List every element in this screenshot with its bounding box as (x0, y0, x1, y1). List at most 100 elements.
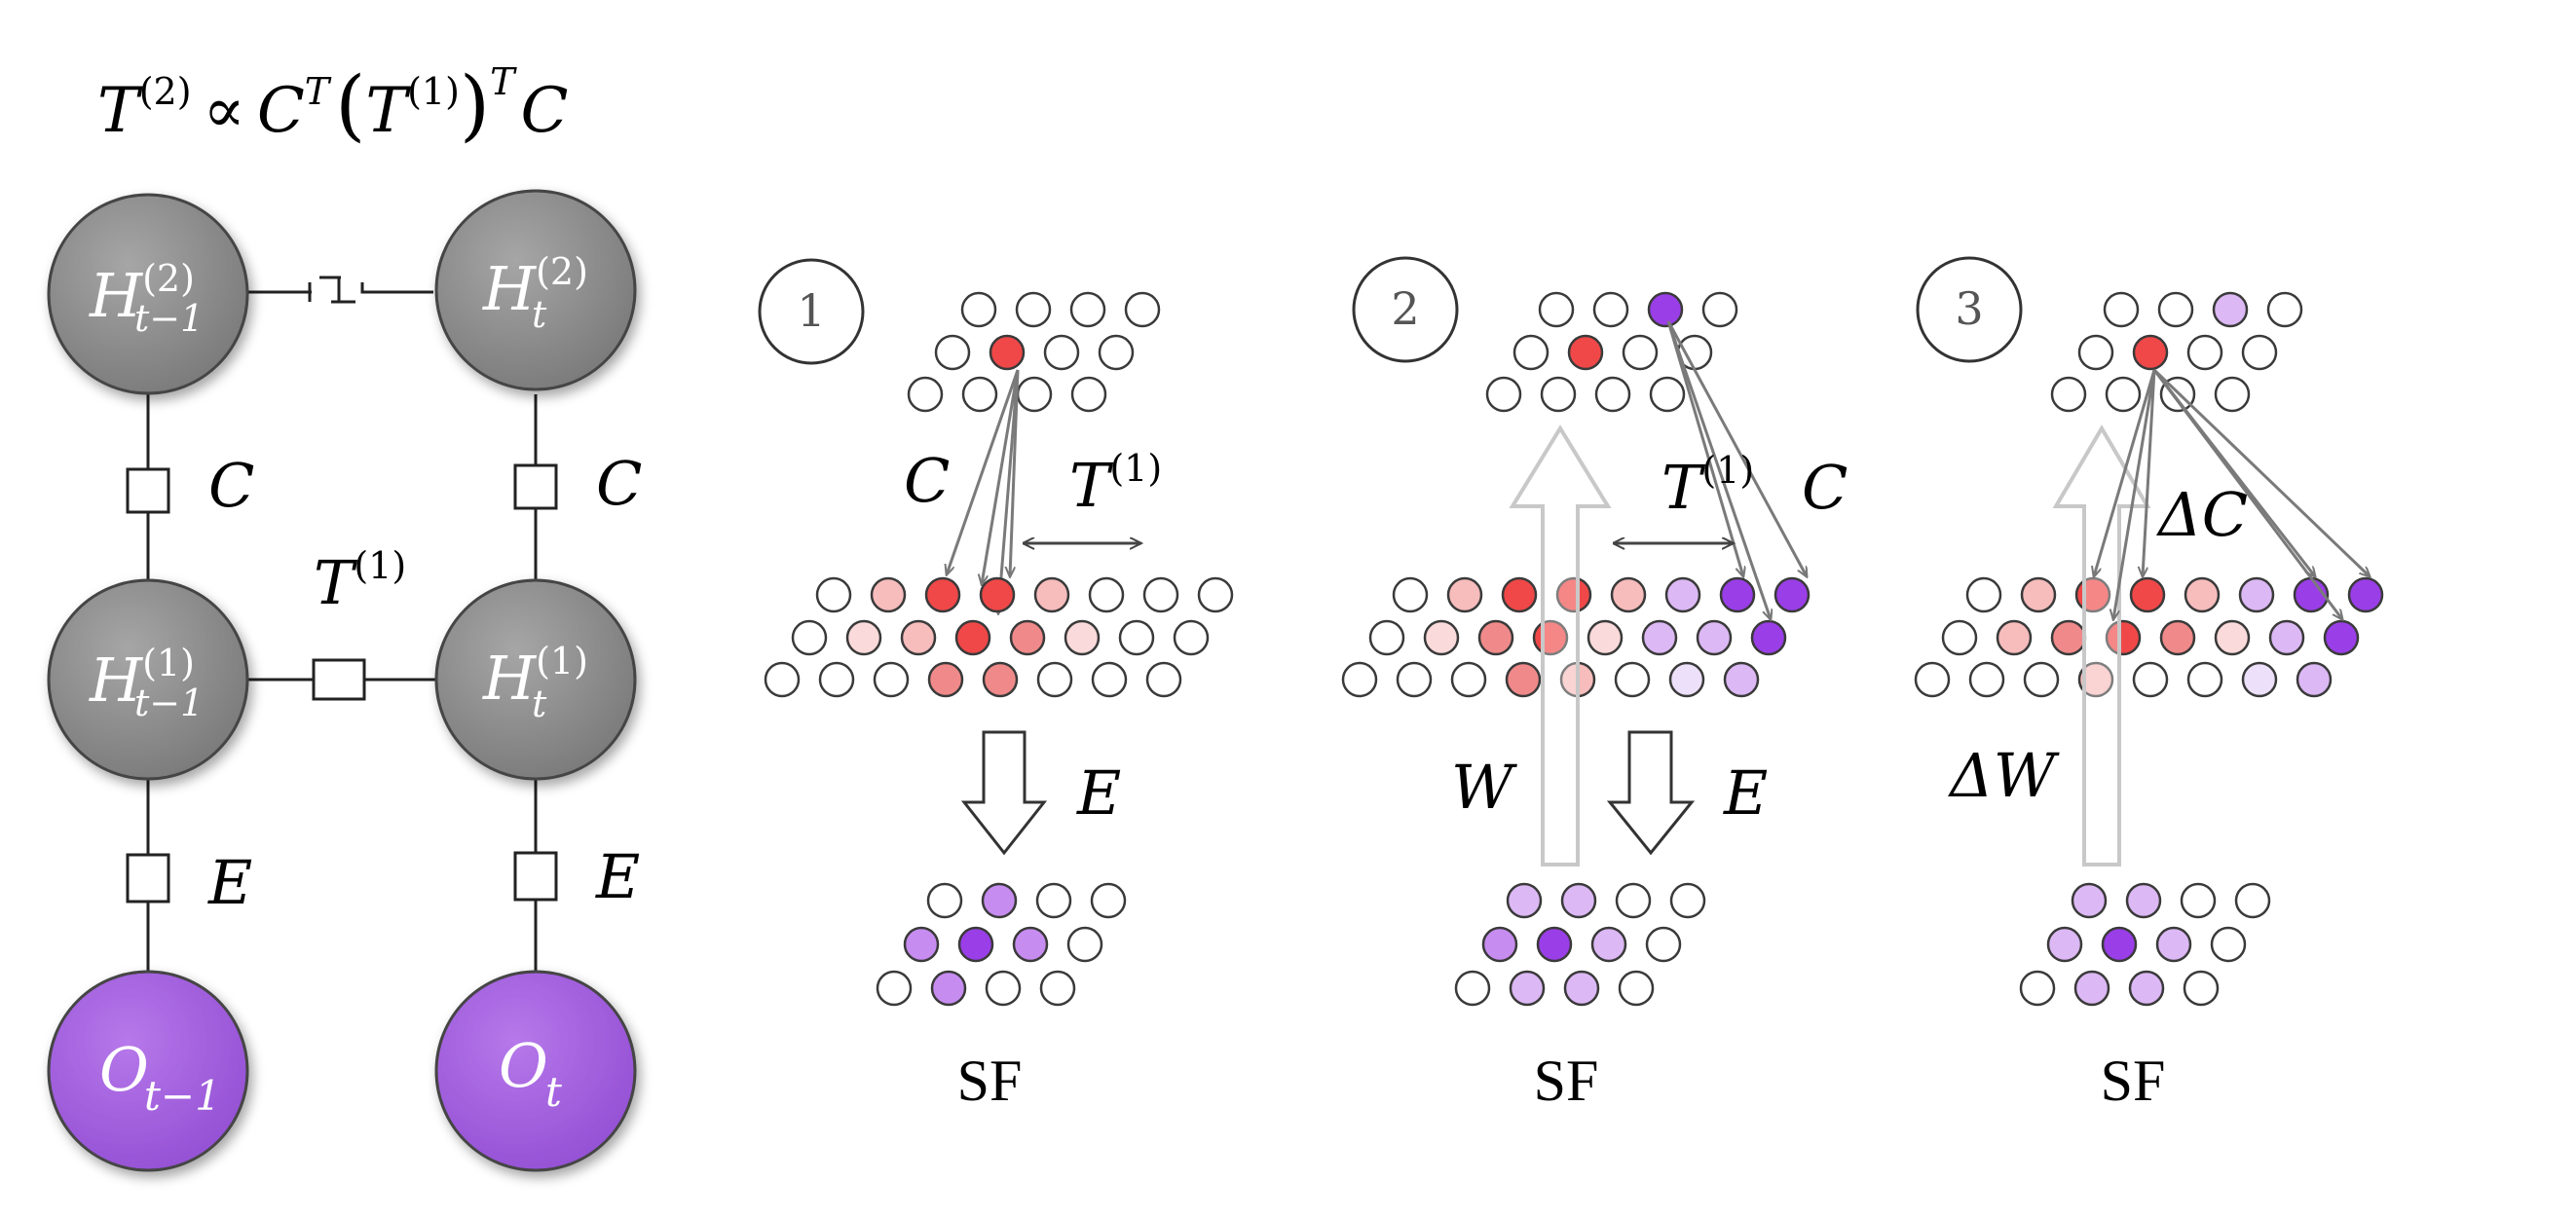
edge-label-c-right: C (596, 448, 642, 519)
panel-2-mid-dot (1750, 619, 1787, 656)
panel-2-mid-dot (1392, 576, 1429, 613)
panel-1-top-dot (1098, 334, 1135, 371)
panel-2-number-circle (1352, 256, 1459, 363)
panel-2-mid-dot (1696, 619, 1733, 656)
panel-1-c-label: C (904, 445, 950, 516)
node-o-prev: O t−1 (47, 970, 249, 1172)
panel-3-top-dot (2266, 291, 2303, 328)
graphical-model: C C T(1) E E H(2) t−1 H(2) t H(1) t−1 H(… (47, 189, 642, 1172)
panel-3-mid-dot (2184, 576, 2221, 613)
formula: T(2)∝CT(T(1))TC (97, 59, 568, 150)
edge-label-e-right: E (595, 841, 640, 912)
panel-2-number: 2 (1391, 282, 1419, 335)
panel-2-top-dot (1512, 334, 1549, 371)
panel-2-mid-dot (1641, 619, 1678, 656)
panel-1-mid-dot (1118, 619, 1155, 656)
edge-label-t1: T(1) (314, 544, 406, 618)
panel-1-number-circle (758, 258, 865, 365)
panel-1-bottom-dot (1090, 882, 1127, 919)
panel-2-arrow (1666, 320, 1743, 576)
panel-3-arrow (2113, 369, 2156, 619)
panel-1-mid-dot (1142, 576, 1179, 613)
panel-2-mid-dot (1668, 661, 1705, 698)
panel-1-mid-dot (1145, 661, 1182, 698)
node-h2-prev-sub: t−1 (134, 297, 204, 340)
panel-3-top-dot (2212, 291, 2249, 328)
panel-2-bottom-dot (1560, 882, 1597, 919)
panel-1-top-dot (907, 376, 944, 413)
panel-3-top-dot (2241, 334, 2278, 371)
node-h2-curr: H(2) t (434, 189, 637, 391)
panel-1-mid-dot (1036, 661, 1073, 698)
panel-2-top-dot (1567, 334, 1604, 371)
panel-3-mid-dot (2296, 661, 2333, 698)
node-o-prev-sub: t−1 (144, 1072, 221, 1120)
panel-2-mid-dot (1587, 619, 1624, 656)
panel-2-top-dot (1701, 291, 1738, 328)
node-o-curr: O t (434, 970, 637, 1172)
panel-1-mid-dot (1033, 576, 1070, 613)
panel-3-bottom-dot (2155, 926, 2192, 963)
panel-3-bottom-dot (2071, 882, 2108, 919)
panel-1-mid-dot (764, 661, 801, 698)
panel-3-bottom-dot (2183, 970, 2220, 1007)
node-o-curr-base: O (499, 1030, 548, 1101)
panel-2-mid-dot (1723, 661, 1760, 698)
panel-2-mid-dot (1719, 576, 1756, 613)
panel-3-dw-label: ΔW (1948, 740, 2060, 811)
panel-3-dc-label: ΔC (2156, 479, 2248, 550)
panel-1-e-label: E (1076, 757, 1121, 829)
factor-c-right (513, 463, 558, 510)
node-o-prev-base: O (99, 1034, 149, 1105)
panel-3-mid-dot (2077, 661, 2114, 698)
panel-2-w-arrow (1509, 424, 1612, 867)
edge-label-c-left: C (208, 450, 254, 521)
panel-3-mid-dot (2186, 661, 2223, 698)
panel-3-top-dot (2050, 376, 2087, 413)
panel-3-top-dot (2103, 291, 2140, 328)
node-h2-prev: H(2) t−1 (47, 193, 249, 395)
panel-2-w-label: W (1451, 752, 1517, 823)
panel-1-mid-dot (954, 619, 991, 656)
panel-3-bottom-dot (2046, 926, 2083, 963)
panel-1-mid-dot (1197, 576, 1234, 613)
panel-2-top-dot (1538, 291, 1575, 328)
panel-2-e-label: E (1723, 757, 1768, 829)
panel-2-mid-dot (1505, 661, 1542, 698)
svg-text:H(1): H(1) (482, 640, 588, 714)
svg-text:H(1): H(1) (89, 642, 195, 716)
node-h1-curr-sub: t (532, 682, 547, 725)
panel-3-mid-dot (1965, 576, 2002, 613)
panel-2-top-dot (1622, 334, 1659, 371)
panel-3-arrow (2143, 369, 2156, 576)
panel-3-top-dot (2077, 334, 2114, 371)
panel-2-bottom-dot (1618, 970, 1655, 1007)
panel-3-top-grid (2050, 291, 2303, 413)
panel-2-mid-dot (1501, 576, 1538, 613)
panel-2-e-arrow (1606, 730, 1696, 856)
panel-1-mid-dot (1173, 619, 1210, 656)
panel-3-top-dot (2157, 291, 2194, 328)
svg-text:H(2): H(2) (89, 257, 195, 331)
panel-3-bottom-dot (2180, 882, 2217, 919)
panel-1-arrow (998, 369, 1020, 613)
panel-3-arrow (2152, 368, 2370, 576)
panel-3-mid-dot (2020, 576, 2057, 613)
panel-3-mid-dot (2023, 661, 2060, 698)
panel-1-bottom-dot (957, 926, 994, 963)
h2-dashed-connector (292, 276, 433, 304)
panel-3-mid-dot (1996, 619, 2033, 656)
panel-1-top-dot (1070, 376, 1107, 413)
panel-1-mid-dot (791, 619, 828, 656)
panel-1-mid-dot (1009, 619, 1046, 656)
panel-2-bottom-dot (1590, 926, 1627, 963)
panel-3-mid-dot (1968, 661, 2005, 698)
panel-1-bottom-dot (1039, 970, 1076, 1007)
panel-2-bottom-dot (1563, 970, 1600, 1007)
formula-text: T(2)∝CT(T(1))TC (97, 59, 568, 150)
panel-1-t-label: T(1) (1069, 447, 1162, 521)
panel-1-mid-dot (870, 576, 907, 613)
panel-3-sf-label: SF (2101, 1049, 2166, 1113)
panel-1-mid-dot (927, 661, 964, 698)
panel-1-bottom-dot (985, 970, 1022, 1007)
